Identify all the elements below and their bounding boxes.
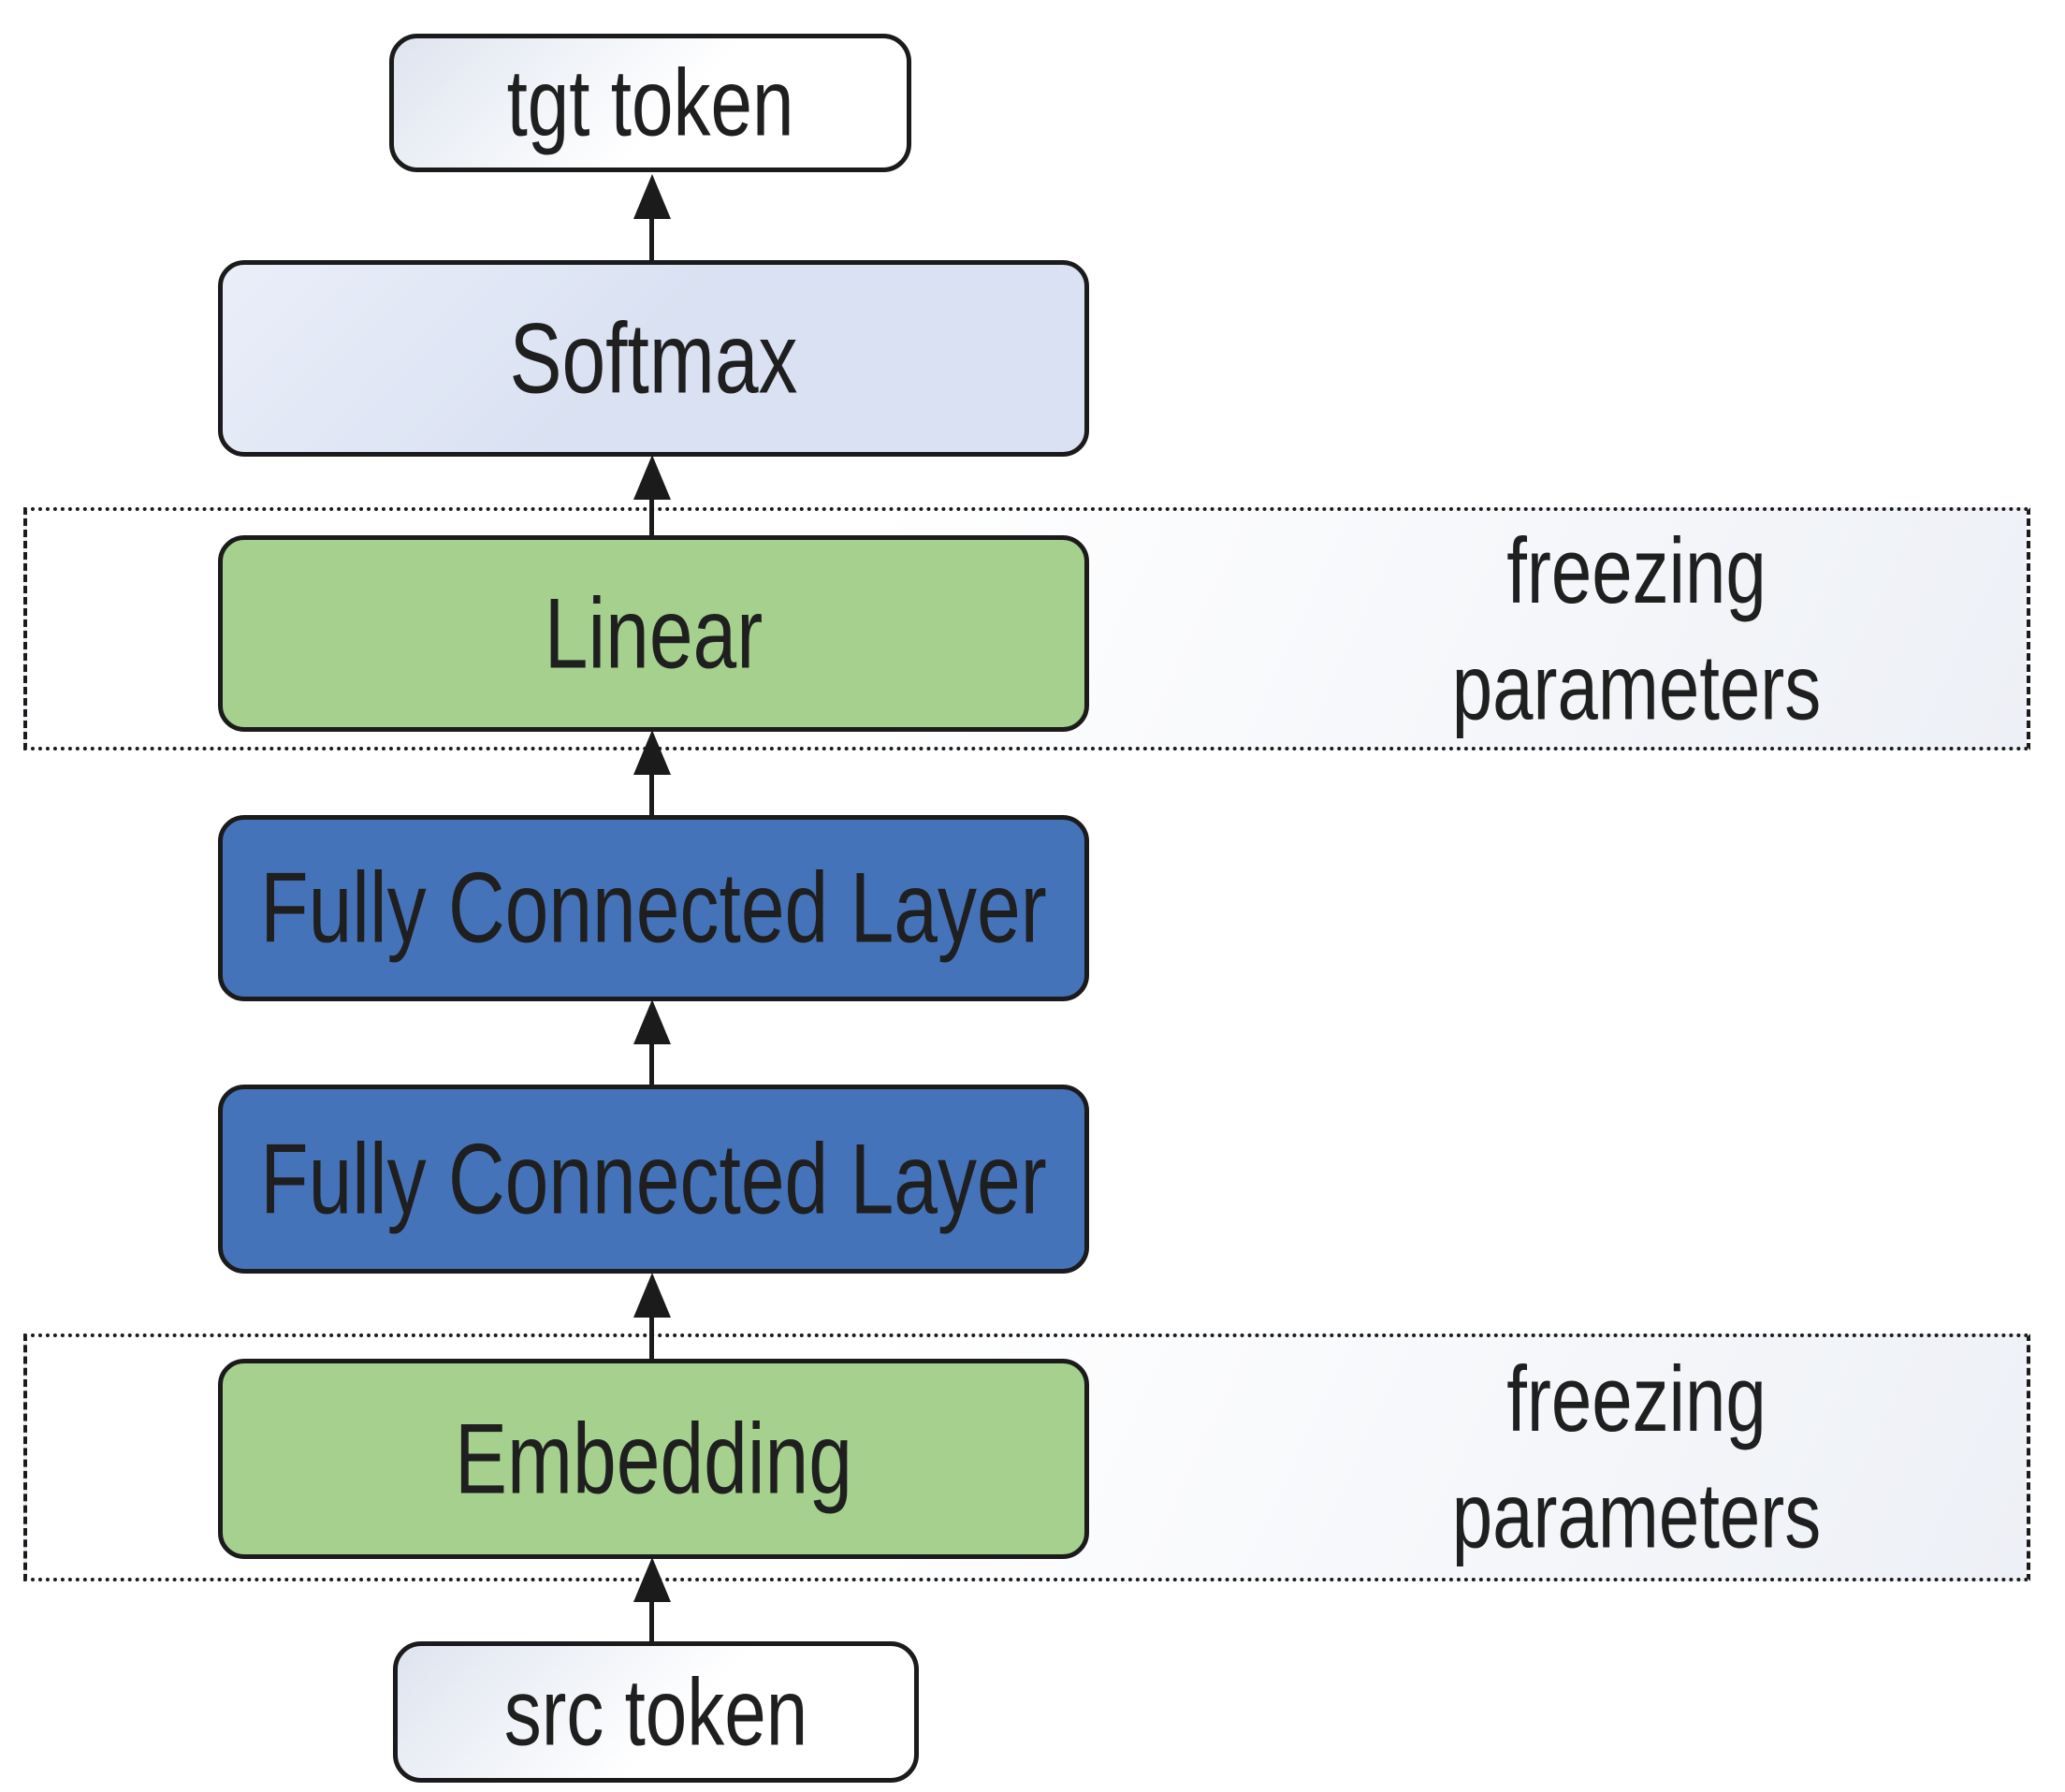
node-fully-connected-lower: Fully Connected Layer — [218, 1085, 1089, 1274]
node-softmax: Softmax — [218, 260, 1089, 457]
arrow-shaft — [649, 1308, 654, 1359]
arrow-shaft — [649, 210, 654, 260]
arrow-shaft — [649, 490, 654, 535]
node-fully-connected-upper: Fully Connected Layer — [218, 815, 1089, 1001]
freeze-region-upper-label: freezing parameters — [1451, 517, 1822, 738]
arrow-linear-to-softmax — [633, 455, 671, 535]
freeze-region-lower-label: freezing parameters — [1451, 1346, 1822, 1567]
node-tgt-token: tgt token — [389, 34, 911, 172]
arrow-shaft — [649, 1035, 654, 1085]
arrow-fc-lower-to-fc-upper — [633, 999, 671, 1085]
arrow-src-to-embedding — [633, 1557, 671, 1641]
arrow-shaft — [649, 1593, 654, 1641]
arrow-fc-upper-to-linear — [633, 730, 671, 815]
node-linear: Linear — [218, 535, 1089, 732]
arrow-embedding-to-fc-lower — [633, 1273, 671, 1359]
node-embedding: Embedding — [218, 1359, 1089, 1559]
node-src-token: src token — [393, 1641, 919, 1783]
arrow-softmax-to-tgt — [633, 174, 671, 260]
arrow-shaft — [649, 765, 654, 815]
